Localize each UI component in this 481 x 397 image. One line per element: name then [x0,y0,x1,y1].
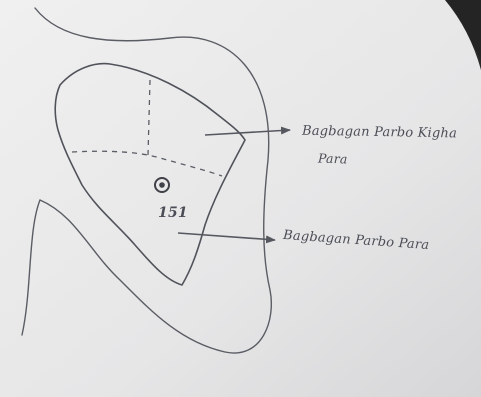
outer-boundary-line [21,7,272,354]
dashed-divider-vertical [147,79,151,156]
dashed-divider-horizontal [71,150,223,177]
annotation-1-line2: Para [317,150,348,167]
annotation-1-line1: Bagbagan Parbo Kigha [301,123,458,142]
background-corner [440,0,481,60]
center-tag-label: 151 [158,205,188,221]
arrow-1 [204,126,291,136]
arrow-2 [177,232,276,244]
center-marker-ring [154,177,170,193]
center-marker-dot [159,182,165,188]
island-outline [54,62,246,286]
